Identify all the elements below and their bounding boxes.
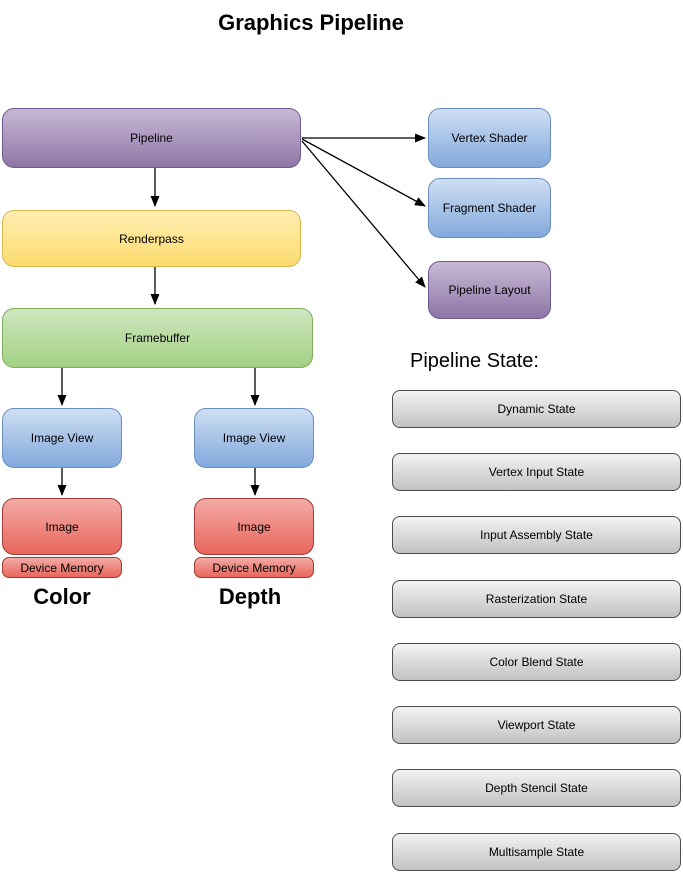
state-box-dynamic: Dynamic State xyxy=(392,390,681,428)
node-fragment-shader: Fragment Shader xyxy=(428,178,551,238)
node-color-image-view-label: Image View xyxy=(30,431,94,445)
node-depth-image-view-label: Image View xyxy=(222,431,286,445)
node-depth-image-label: Image xyxy=(237,519,271,534)
state-box-vertex-input: Vertex Input State xyxy=(392,453,681,491)
node-vertex-shader: Vertex Shader xyxy=(428,108,551,168)
state-label: Vertex Input State xyxy=(488,465,585,479)
state-box-depth-stencil: Depth Stencil State xyxy=(392,769,681,807)
state-label: Multisample State xyxy=(488,845,585,859)
node-renderpass-label: Renderpass xyxy=(119,231,184,246)
node-color-image: Image xyxy=(2,498,122,555)
state-box-multisample: Multisample State xyxy=(392,833,681,871)
node-pipeline-layout: Pipeline Layout xyxy=(428,261,551,319)
state-label: Input Assembly State xyxy=(480,528,593,542)
node-vertex-shader-label: Vertex Shader xyxy=(451,131,528,145)
state-label: Rasterization State xyxy=(485,592,588,606)
node-pipeline-label: Pipeline xyxy=(130,131,173,145)
arrow-pipeline-pipeline-layout xyxy=(301,140,426,288)
node-framebuffer: Framebuffer xyxy=(2,308,313,368)
node-fragment-shader-label: Fragment Shader xyxy=(442,201,537,215)
state-label: Depth Stencil State xyxy=(485,781,588,795)
node-color-image-label: Image xyxy=(45,519,79,534)
node-color-device-memory-label: Device Memory xyxy=(20,560,104,575)
caption-depth: Depth xyxy=(218,584,282,609)
node-pipeline: Pipeline xyxy=(2,108,301,168)
node-depth-image-view: Image View xyxy=(194,408,314,468)
state-box-input-assembly: Input Assembly State xyxy=(392,516,681,554)
caption-color: Color xyxy=(33,584,91,609)
state-box-viewport: Viewport State xyxy=(392,706,681,744)
node-framebuffer-label: Framebuffer xyxy=(124,331,191,345)
node-depth-image: Image xyxy=(194,498,314,555)
state-label: Viewport State xyxy=(497,718,576,732)
node-color-image-view: Image View xyxy=(2,408,122,468)
node-color-device-memory: Device Memory xyxy=(2,557,122,578)
arrow-pipeline-fragment-shader xyxy=(301,138,426,207)
node-renderpass: Renderpass xyxy=(2,210,301,267)
state-label: Dynamic State xyxy=(497,402,576,416)
node-pipeline-layout-label: Pipeline Layout xyxy=(448,283,531,297)
pipeline-state-heading: Pipeline State: xyxy=(410,350,539,372)
state-box-color-blend: Color Blend State xyxy=(392,643,681,681)
state-label: Color Blend State xyxy=(489,655,584,669)
node-depth-device-memory: Device Memory xyxy=(194,557,314,578)
node-depth-device-memory-label: Device Memory xyxy=(212,560,296,575)
state-box-rasterization: Rasterization State xyxy=(392,580,681,618)
diagram-title: Graphics Pipeline xyxy=(218,10,404,35)
